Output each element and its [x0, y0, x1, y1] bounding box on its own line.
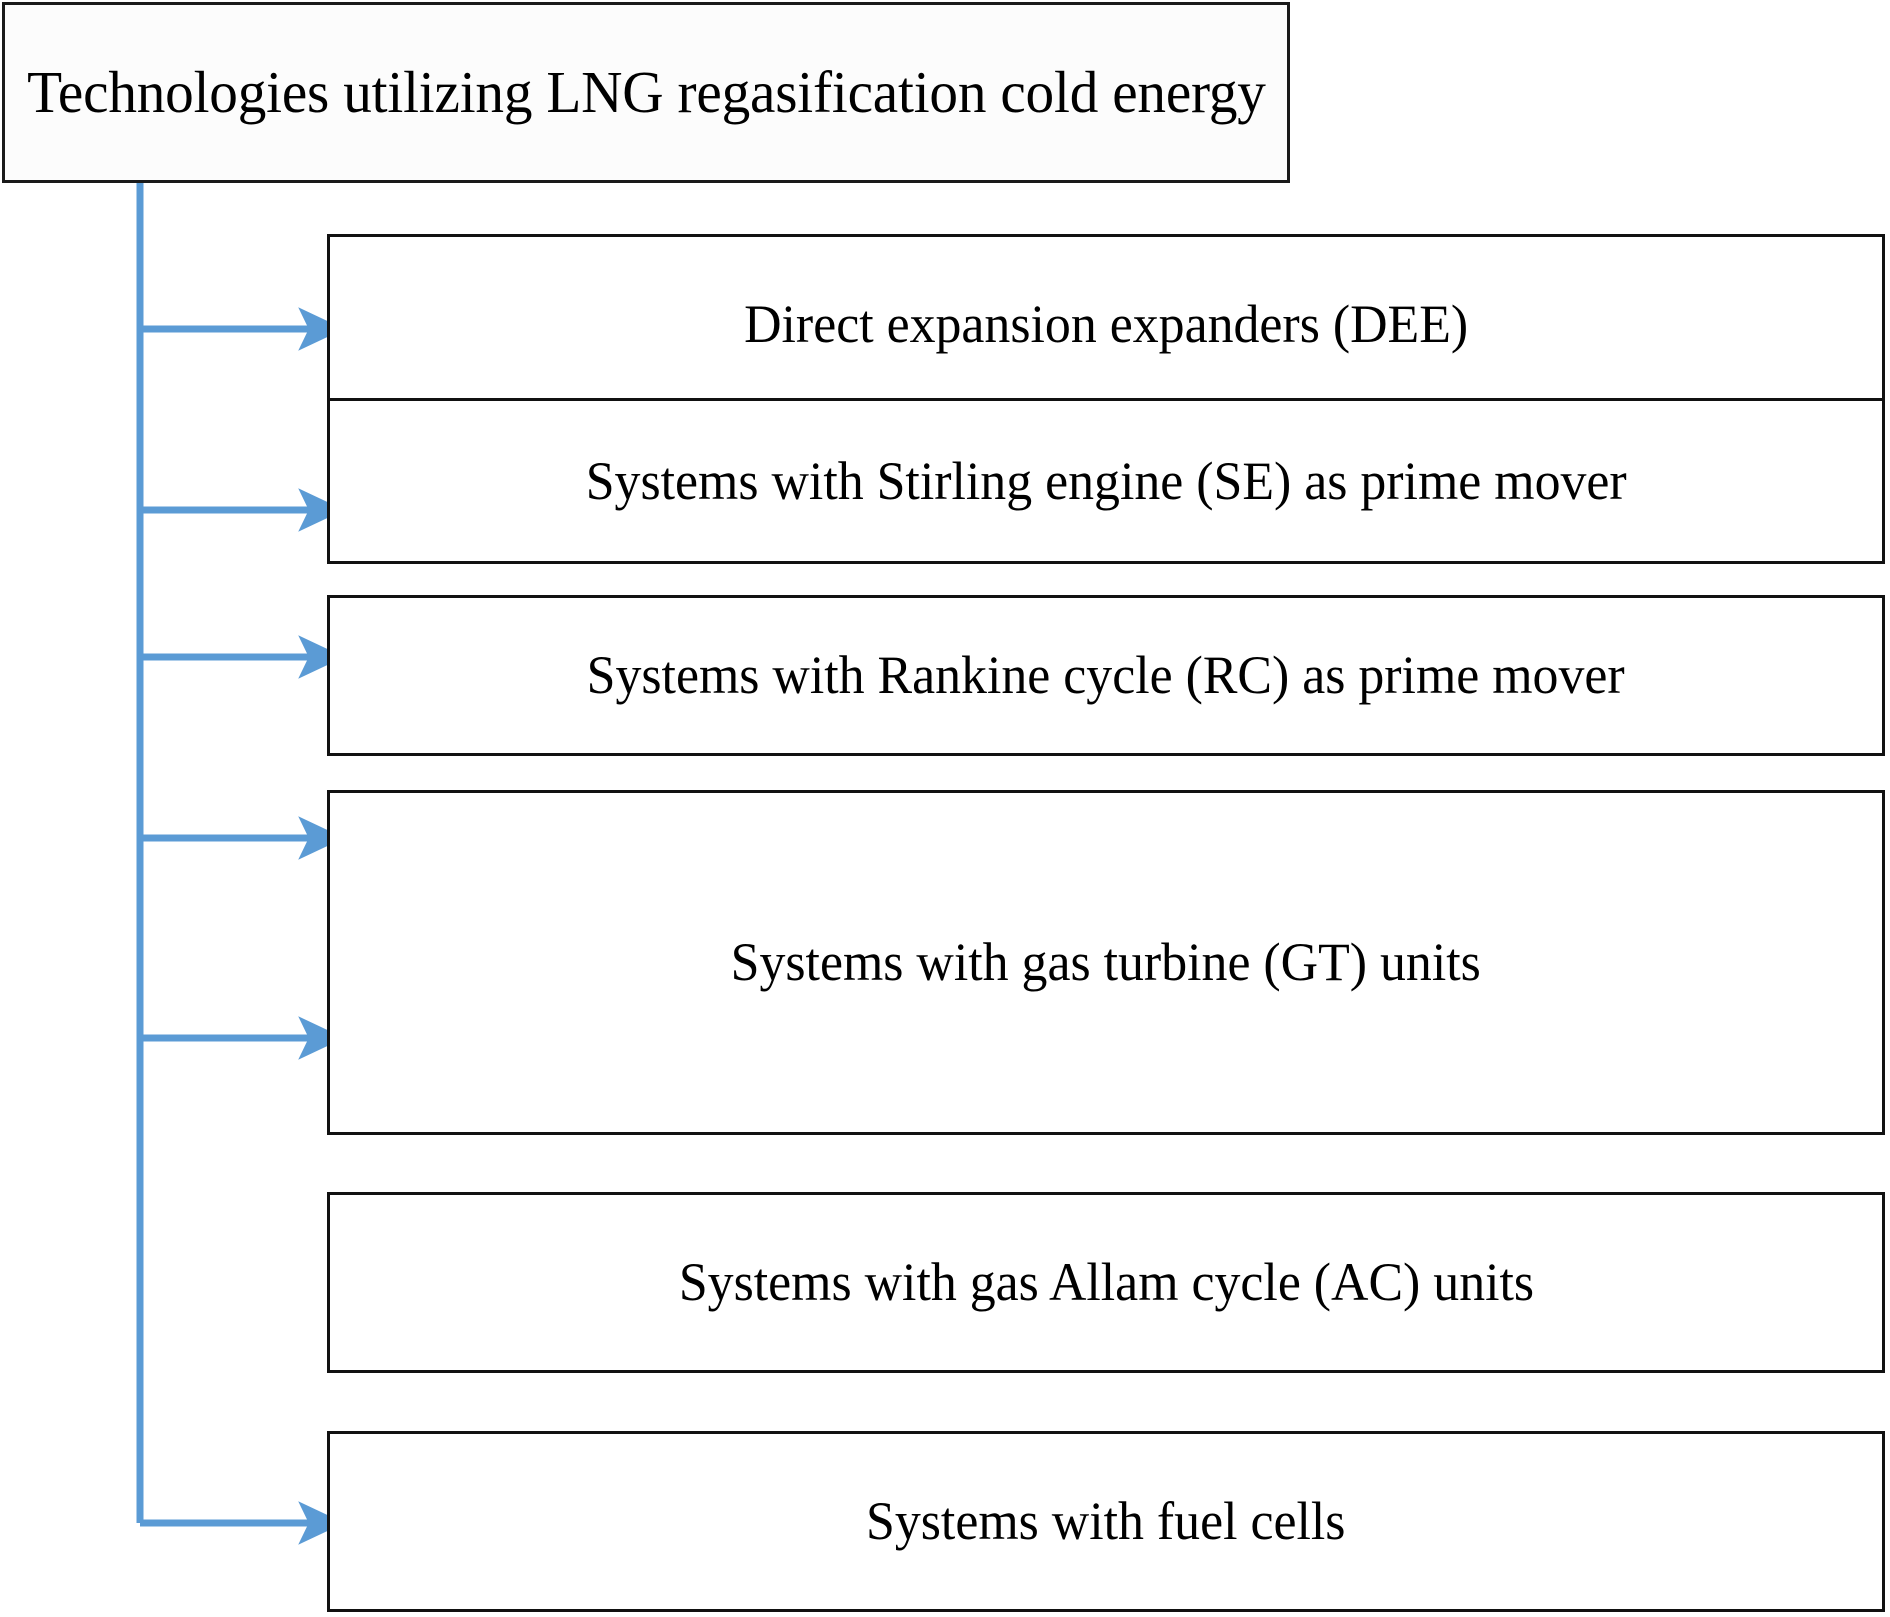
root-node-technologies[interactable]: Technologies utilizing LNG regasificatio…: [2, 2, 1290, 183]
node-label: Systems with gas Allam cycle (AC) units: [678, 1252, 1534, 1313]
node-rankine-cycle[interactable]: Systems with Rankine cycle (RC) as prime…: [327, 595, 1885, 756]
node-fuel-cells[interactable]: Systems with fuel cells: [327, 1431, 1885, 1612]
node-direct-expansion-expanders[interactable]: Direct expansion expanders (DEE): [327, 234, 1885, 414]
node-label: Systems with fuel cells: [866, 1491, 1346, 1552]
root-node-label: Technologies utilizing LNG regasificatio…: [26, 58, 1266, 125]
node-label: Systems with gas turbine (GT) units: [730, 932, 1482, 993]
node-label: Direct expansion expanders (DEE): [743, 293, 1469, 354]
node-label: Systems with Stirling engine (SE) as pri…: [585, 450, 1627, 511]
node-gas-turbine[interactable]: Systems with gas turbine (GT) units: [327, 790, 1885, 1135]
node-stirling-engine[interactable]: Systems with Stirling engine (SE) as pri…: [327, 398, 1885, 564]
node-label: Systems with Rankine cycle (RC) as prime…: [586, 645, 1626, 706]
node-allam-cycle[interactable]: Systems with gas Allam cycle (AC) units: [327, 1192, 1885, 1373]
